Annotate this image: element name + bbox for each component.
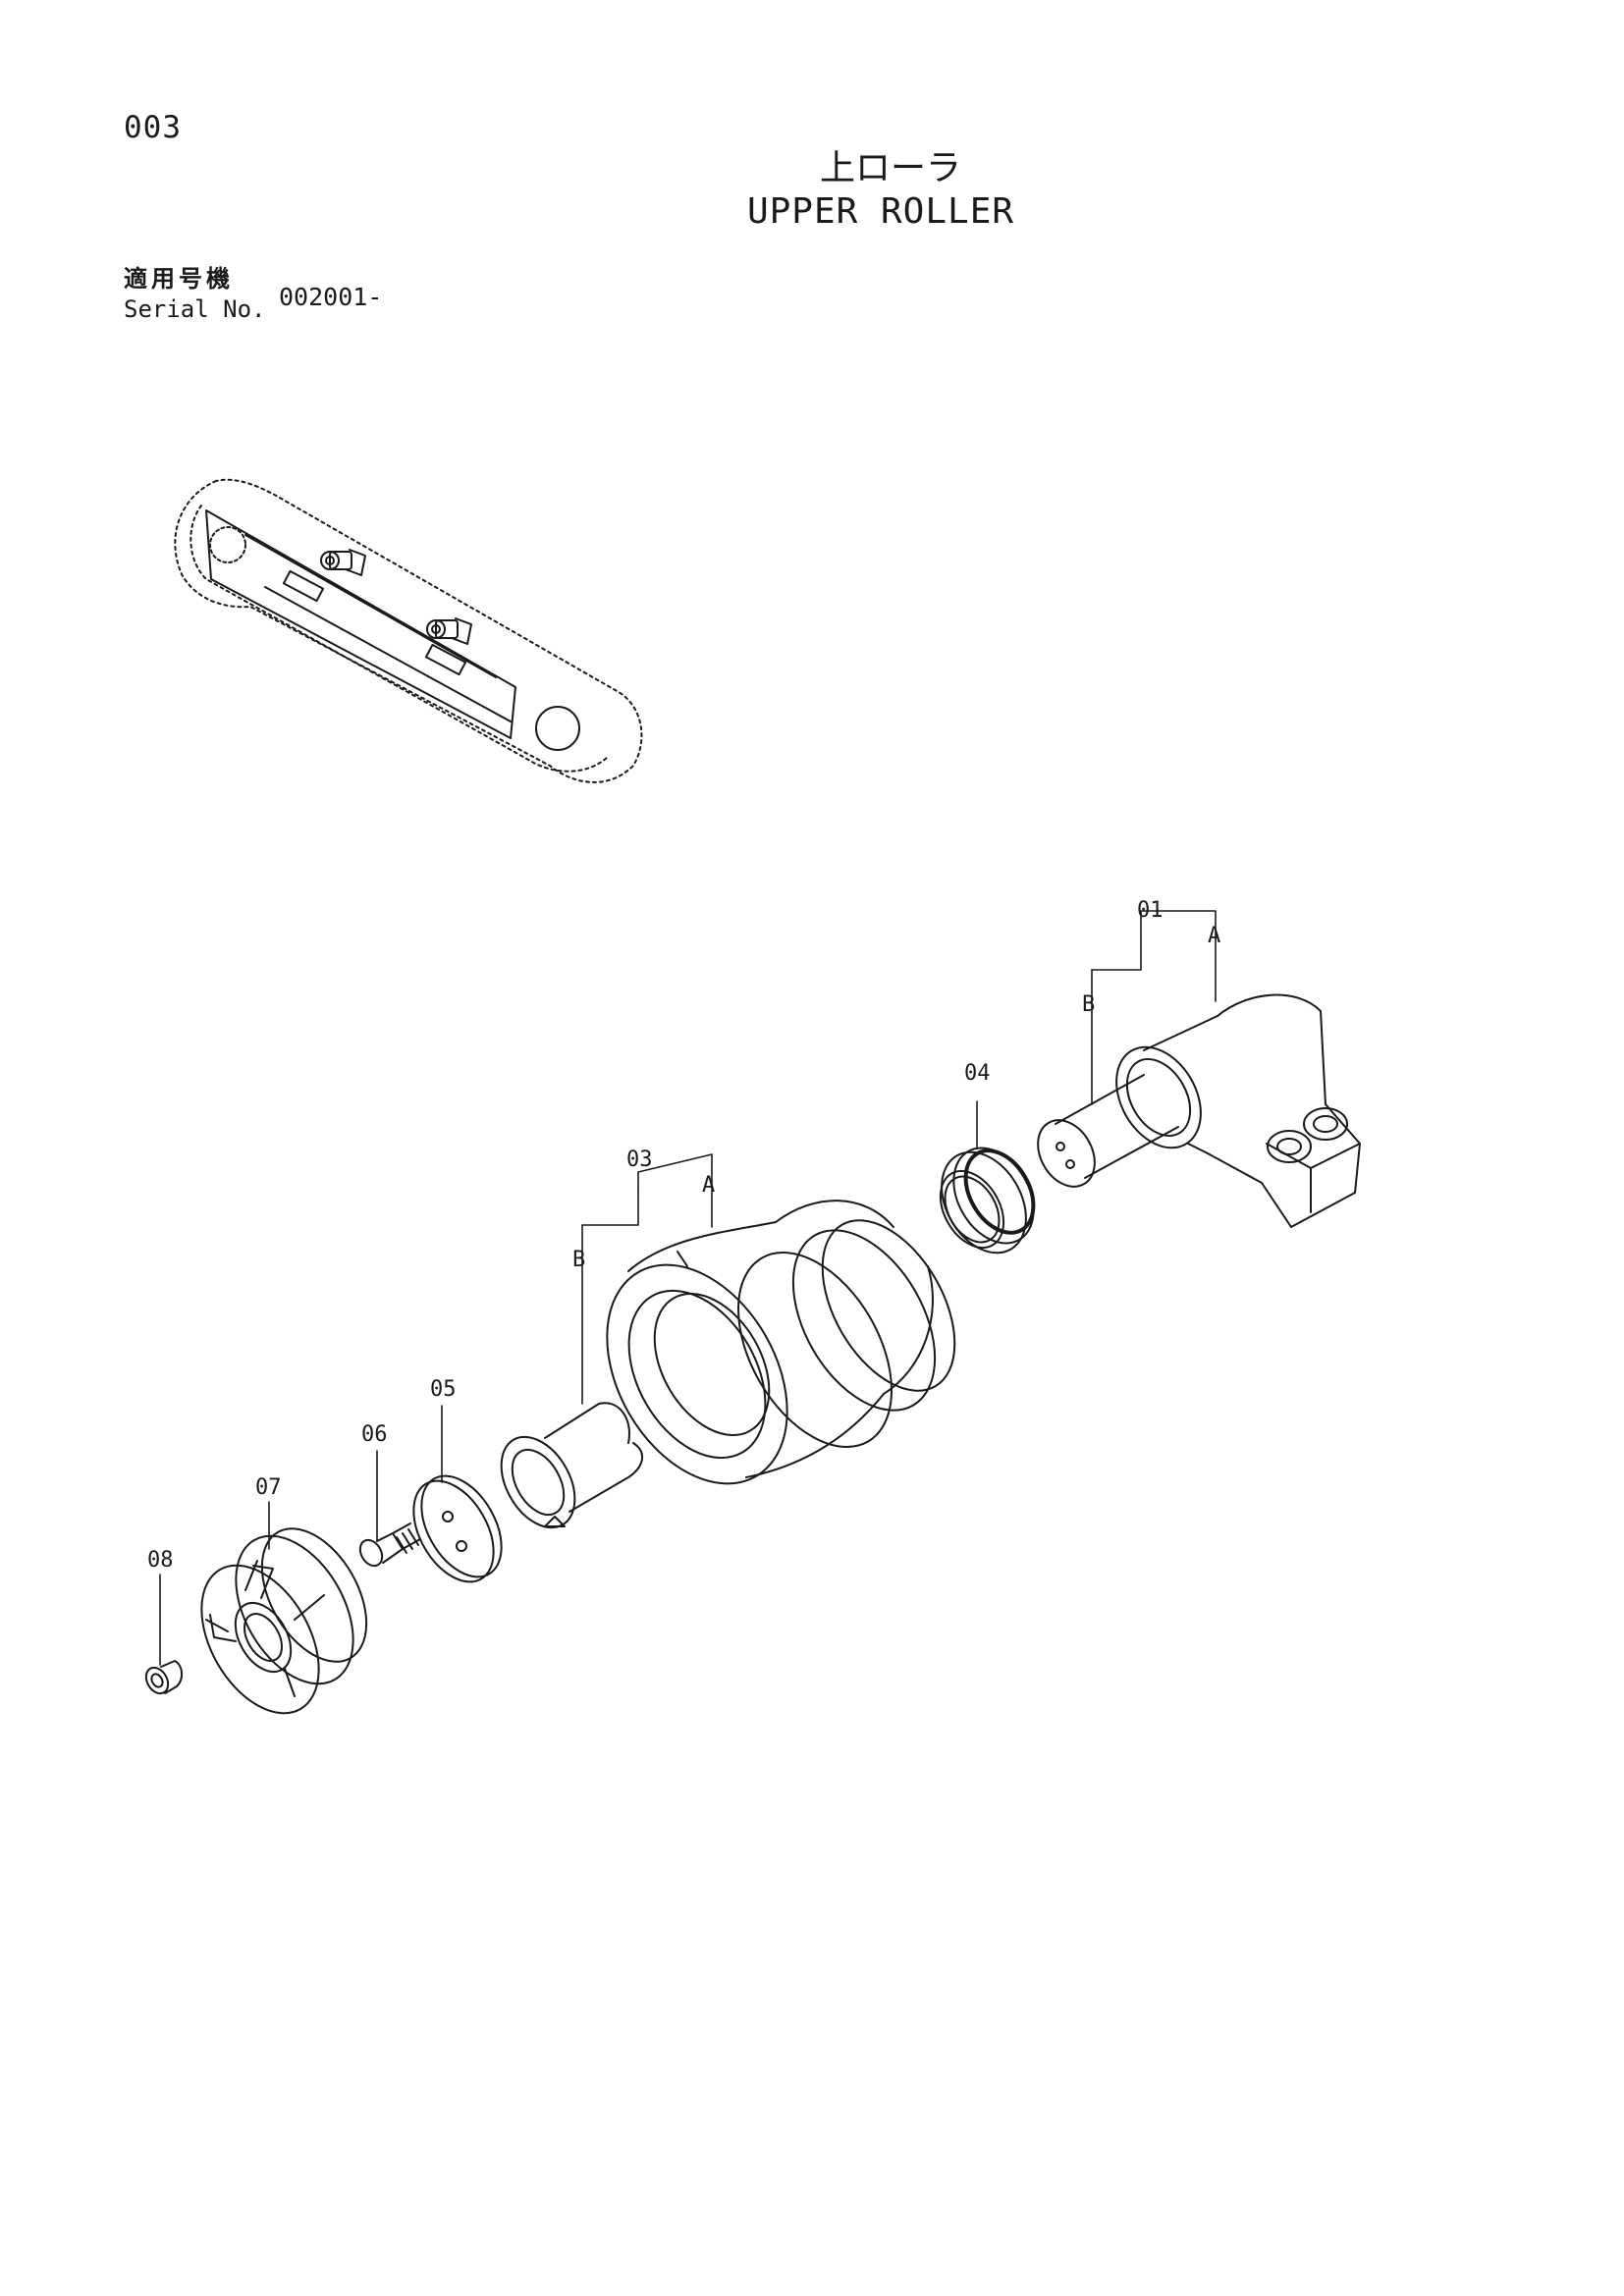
part-04-seal <box>939 1147 1036 1255</box>
part-06-bolt <box>358 1522 421 1568</box>
serial-label-japanese: 適用号機 <box>124 265 234 293</box>
callout-03: 03 <box>626 1148 653 1172</box>
callout-01-a: A <box>1208 924 1220 948</box>
callout-07: 07 <box>255 1475 282 1500</box>
title-japanese: 上ローラ <box>819 148 961 188</box>
part-05-thrust-plate <box>412 1474 503 1583</box>
serial-label-english: Serial No. <box>124 295 266 323</box>
callout-06: 06 <box>361 1422 388 1447</box>
serial-label: 適用号機 Serial No. <box>124 263 266 324</box>
title-block: 上ローラ UPPER ROLLER <box>0 147 1624 234</box>
page-number: 003 <box>124 110 182 145</box>
leader-lines <box>159 910 1217 1666</box>
callout-08: 08 <box>147 1548 174 1573</box>
callout-labels: 01 A B 04 03 A B 05 06 07 08 <box>147 898 1220 1573</box>
callout-03-a: A <box>702 1173 715 1198</box>
part-03-roller <box>606 1200 956 1485</box>
part-01-shaft-bracket <box>1037 993 1361 1228</box>
callout-04: 04 <box>964 1061 991 1086</box>
title-english: UPPER ROLLER <box>746 191 1015 232</box>
callout-05: 05 <box>430 1377 457 1402</box>
track-frame-locator <box>174 478 643 783</box>
callout-01: 01 <box>1137 898 1164 923</box>
serial-number-value: 002001- <box>279 283 383 311</box>
part-08-plug <box>144 1660 183 1695</box>
part-03b-bushing <box>500 1402 643 1529</box>
callout-01-b: B <box>1082 992 1095 1017</box>
callout-03-b: B <box>572 1248 585 1272</box>
part-07-cover <box>200 1527 368 1715</box>
upper-roller-marker-2 <box>426 617 472 645</box>
upper-roller-marker-1 <box>320 549 366 576</box>
